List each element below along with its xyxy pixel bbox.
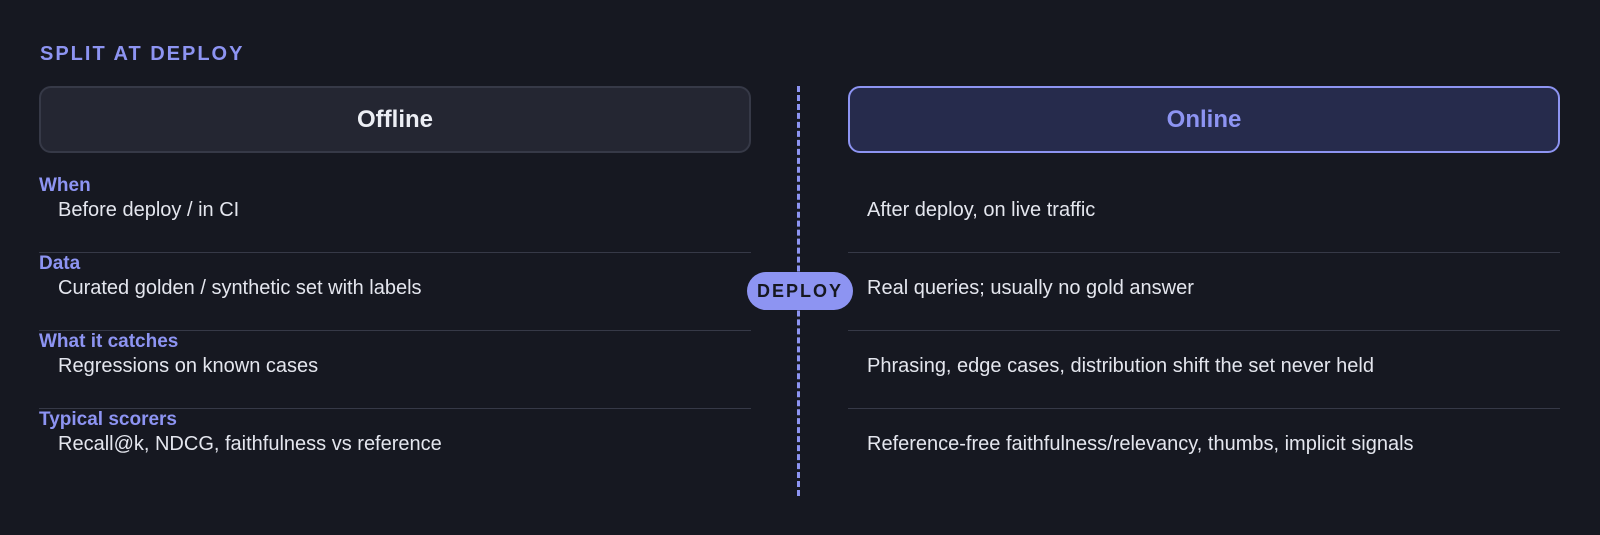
row-label-scorers: Typical scorers [39,409,178,430]
offline-row-when: When Before deploy / in CI [39,175,751,253]
online-value-data: Real queries; usually no gold answer [867,277,1194,299]
row-label-catches: What it catches [39,331,179,352]
offline-header: Offline [39,86,751,153]
offline-value-when: Before deploy / in CI [58,199,240,221]
online-value-when: After deploy, on live traffic [867,199,1096,221]
online-row-data: Real queries; usually no gold answer [848,253,1560,331]
offline-column: Offline When Before deploy / in CI Data … [39,86,751,487]
online-row-scorers: Reference-free faithfulness/relevancy, t… [848,409,1560,487]
offline-row-scorers: Typical scorers Recall@k, NDCG, faithful… [39,409,751,487]
online-row-when: After deploy, on live traffic [848,175,1560,253]
deploy-badge: DEPLOY [747,272,853,310]
offline-value-catches: Regressions on known cases [58,355,319,377]
online-value-catches: Phrasing, edge cases, distribution shift… [867,355,1374,377]
offline-rows: When Before deploy / in CI Data Curated … [39,175,751,487]
offline-value-data: Curated golden / synthetic set with labe… [58,277,422,299]
offline-row-catches: What it catches Regressions on known cas… [39,331,751,409]
online-rows: After deploy, on live traffic Real queri… [848,175,1560,487]
offline-row-data: Data Curated golden / synthetic set with… [39,253,751,331]
row-label-data: Data [39,253,81,274]
diagram-title: SPLIT AT DEPLOY [40,43,245,65]
online-value-scorers: Reference-free faithfulness/relevancy, t… [867,433,1414,455]
offline-value-scorers: Recall@k, NDCG, faithfulness vs referenc… [58,433,442,455]
online-column: Online After deploy, on live traffic Rea… [848,86,1560,487]
online-header: Online [848,86,1560,153]
row-label-when: When [39,175,91,196]
online-row-catches: Phrasing, edge cases, distribution shift… [848,331,1560,409]
